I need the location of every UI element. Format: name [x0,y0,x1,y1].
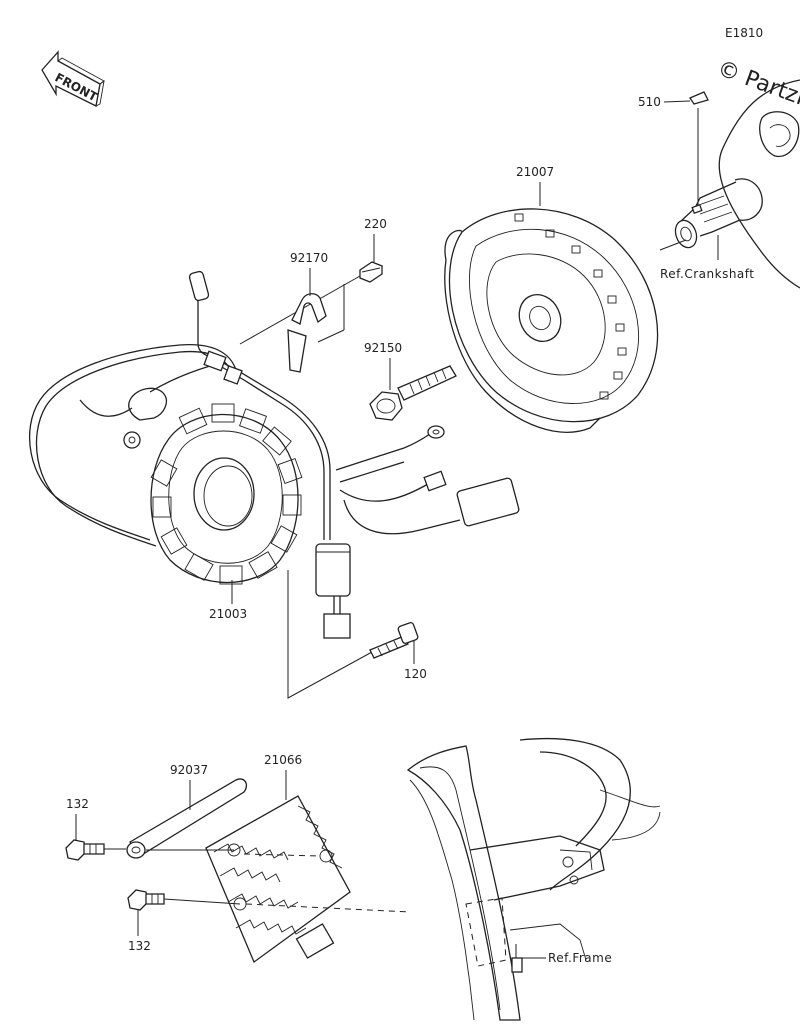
label-120: 120 [404,667,427,681]
crankshaft-illustration [674,79,800,289]
label-132-bottom: 132 [128,939,151,953]
bolt-220 [359,261,383,283]
label-220: 220 [364,217,387,231]
stator-connector-body [315,543,351,597]
rotor-21007 [444,208,659,433]
bolt-92150 [369,365,457,421]
front-arrow-icon: FRONT [41,50,105,107]
rotor-magnet-slots [514,213,627,400]
watermark: © PartzP [714,56,800,113]
stator-coil-poles [150,403,303,585]
label-21066: 21066 [264,753,302,767]
woodruff-key-510 [689,91,709,105]
bolt-120 [369,622,419,659]
label-92170: 92170 [290,251,328,265]
bolt-132-bottom [127,889,165,911]
stator-connector-plug [323,613,351,639]
regulator-rectifier-21066 [205,795,351,964]
clamp-92170 [287,293,327,373]
label-92037: 92037 [170,763,208,777]
label-132-top: 132 [66,797,89,811]
label-21003: 21003 [209,607,247,621]
ref-frame: Ref.Frame [548,951,612,965]
ref-crankshaft: Ref.Crankshaft [660,267,755,281]
label-21007: 21007 [516,165,554,179]
collar-92037 [126,778,248,859]
diagram-code: E1810 [725,26,763,40]
bolt-132-top [65,839,105,861]
label-510: 510 [638,95,661,109]
stator-21003 [28,270,520,639]
frame-illustration [406,738,661,1021]
label-92150: 92150 [364,341,402,355]
